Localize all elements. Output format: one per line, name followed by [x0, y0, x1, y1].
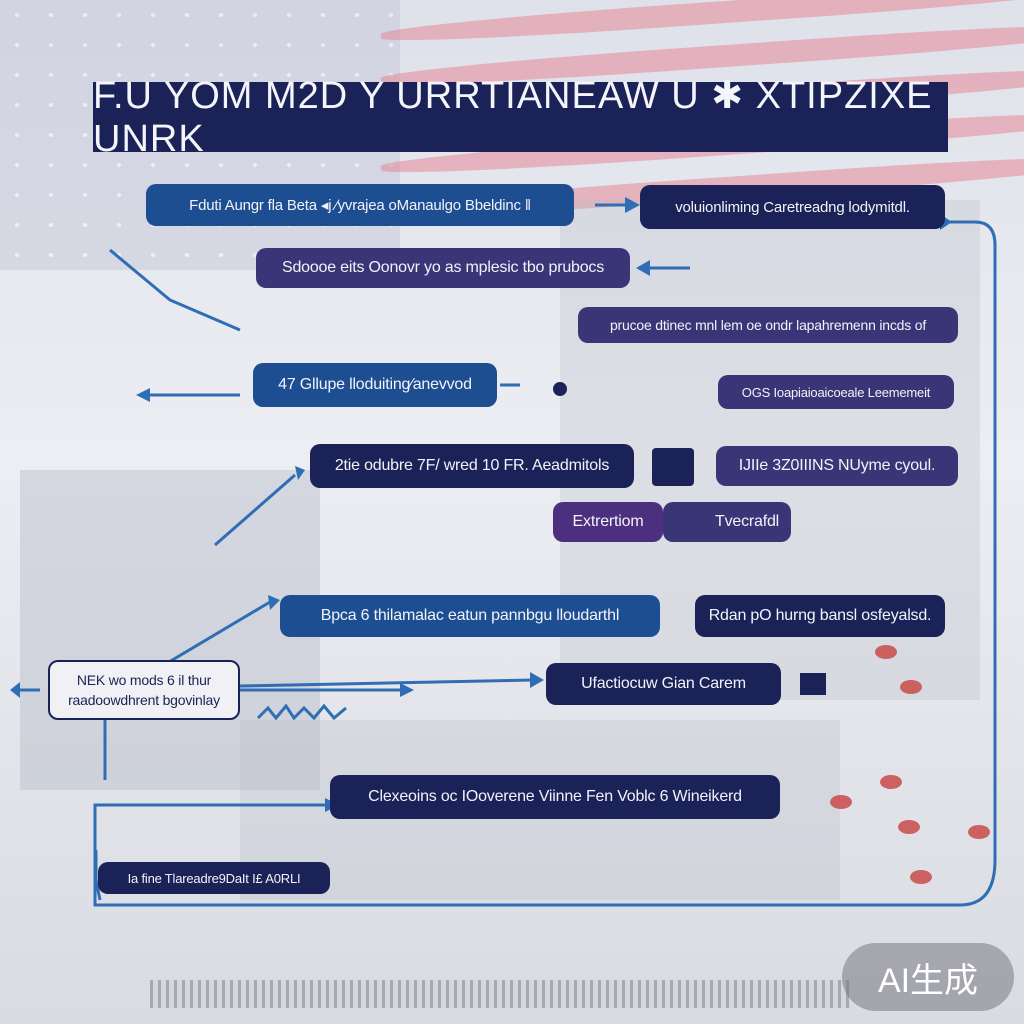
arrow-head [295, 466, 305, 480]
node-b11: Bpca 6 thilamalac eatun pannbgu lloudart… [280, 595, 660, 637]
decoration-berry [875, 645, 897, 659]
decoration-berry [910, 870, 932, 884]
node-b15: Clexeoins oc IOoverene Viinne Fen Voblc … [330, 775, 780, 819]
node-b9: Extrertiom [553, 502, 663, 542]
node-b5: 47 Gllupe lloduiting∕anevvod [253, 363, 497, 407]
connector-wave [258, 706, 346, 718]
node-b14-marker [800, 673, 826, 695]
node-b1: Fduti Aungr fla Beta ◂j ∕yvrajea oManaul… [146, 184, 574, 226]
node-b12: Rdan pO hurng bansl osfeyalsd. [695, 595, 945, 637]
node-b13-line1: NEK wo mods 6 il thur [77, 670, 211, 690]
arrow-head [10, 682, 20, 698]
node-b2: voluionliming Caretreadng lodymitdl. [640, 185, 945, 229]
arrow-head [136, 388, 150, 402]
node-b10: Tvecrafdl [663, 502, 791, 542]
arrow-head [625, 197, 640, 213]
decoration-berry [830, 795, 852, 809]
arrow-head [530, 672, 544, 688]
connector-lady [110, 250, 240, 330]
node-b13-line2: raadoowdhrent bgovinlay [68, 690, 220, 710]
node-b8: IJIIe 3Z0IIINS NUyme cyoul. [716, 446, 958, 486]
decoration-berry [968, 825, 990, 839]
page-title: F.U YOM M2D Y URRTIANEAW U ✱ XTIPZIXE UN… [93, 82, 948, 152]
arrow-head [636, 260, 650, 276]
decoration-berry [880, 775, 902, 789]
arrow-head [400, 683, 414, 697]
arrow-head [268, 595, 280, 610]
node-b3: Sdoooe eits Oonovr yo as mplesic tbo pru… [256, 248, 630, 288]
decoration-berry [900, 680, 922, 694]
connector-b13-to-b14b [240, 680, 535, 686]
node-b7: 2tie odubre 7F/ wred 10 FR. Aeadmitols [310, 444, 634, 488]
node-b14: Ufactiocuw Gian Carem [546, 663, 781, 705]
node-b13: NEK wo mods 6 il thur raadoowdhrent bgov… [48, 660, 240, 720]
connector-b7 [215, 475, 295, 545]
bullet-dot [553, 382, 567, 396]
node-b6: OGS Ioapiaioaicoeale Leememeit [718, 375, 954, 409]
node-b7-marker [652, 448, 694, 486]
decoration-berry [898, 820, 920, 834]
node-b4: prucoe dtinec mnl lem oe ondr lapahremen… [578, 307, 958, 343]
ai-generated-badge: AI生成 [842, 943, 1014, 1011]
node-b16: Ia fine Tlareadre9DaIt I£ A0RLI [98, 862, 330, 894]
